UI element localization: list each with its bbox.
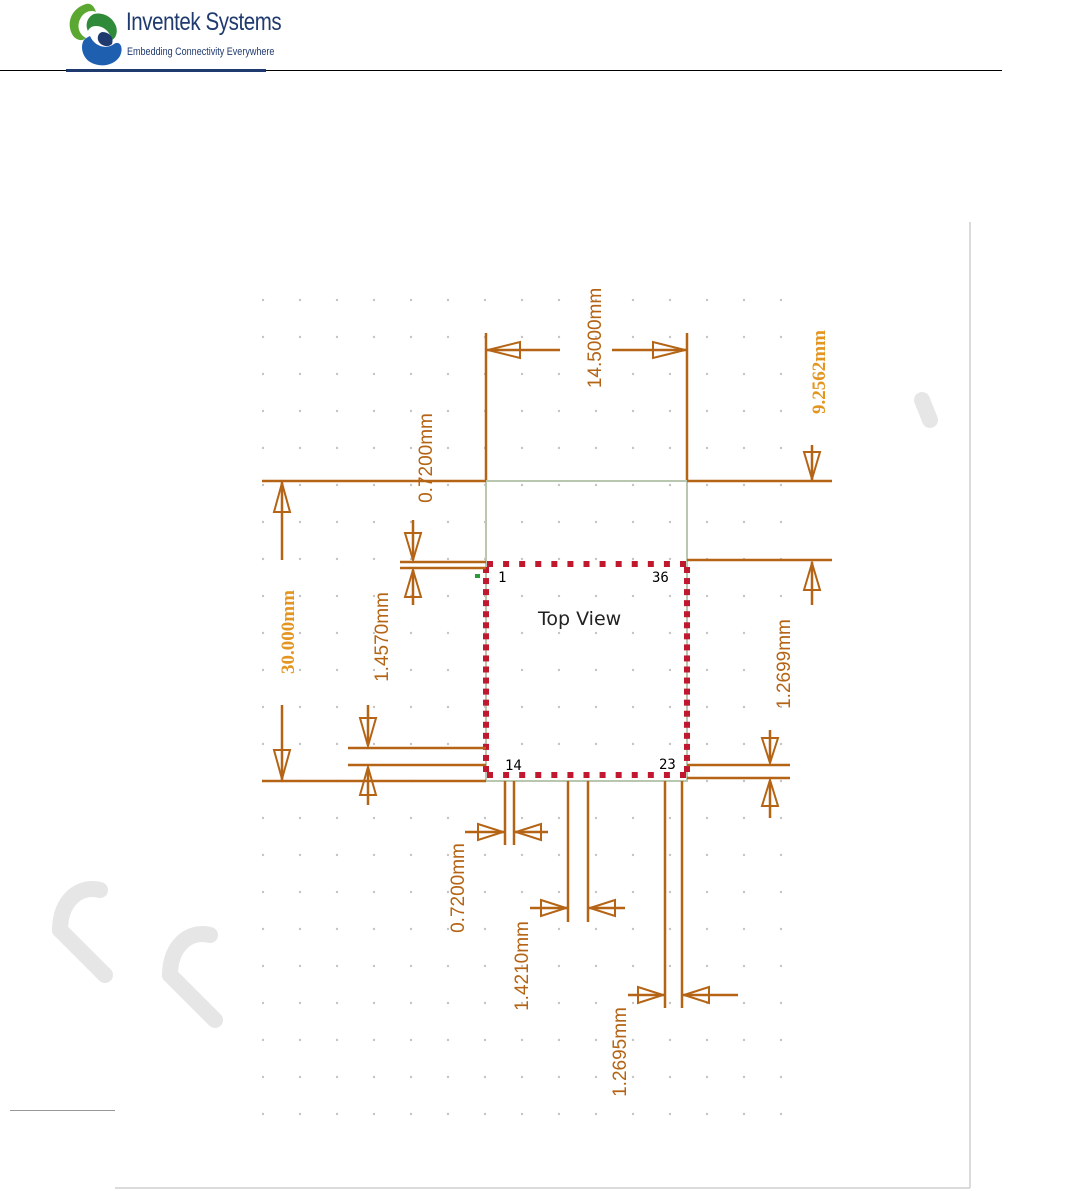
pad <box>487 772 493 778</box>
pad <box>483 589 489 595</box>
pad <box>535 772 541 778</box>
pad <box>684 700 690 706</box>
dim-module-width: 14.5000mm <box>585 288 606 388</box>
pad <box>551 772 557 778</box>
pad <box>684 711 690 717</box>
dim-corner-pad-offset: 1.2695mm <box>610 1007 631 1097</box>
pad <box>664 561 670 567</box>
pin-label-14: 14 <box>505 758 522 774</box>
pad <box>648 561 654 567</box>
pad <box>519 561 525 567</box>
pad <box>684 667 690 673</box>
pad <box>483 600 489 606</box>
pad <box>632 561 638 567</box>
pad <box>483 667 489 673</box>
pad <box>684 589 690 595</box>
pad <box>684 744 690 750</box>
pad <box>483 733 489 739</box>
pad <box>551 561 557 567</box>
pad <box>483 655 489 661</box>
pin-label-23: 23 <box>659 757 676 773</box>
pad <box>483 622 489 628</box>
pad <box>632 772 638 778</box>
pad <box>600 772 606 778</box>
pad <box>684 611 690 617</box>
footnote-divider <box>10 1110 115 1111</box>
pad <box>483 722 489 728</box>
pin-label-36: 36 <box>652 570 669 586</box>
pad <box>483 611 489 617</box>
pad <box>535 561 541 567</box>
pin1-marker <box>475 574 480 578</box>
dim-pad-width: 0.7200mm <box>448 843 469 933</box>
pad <box>684 678 690 684</box>
pad <box>684 633 690 639</box>
pad <box>684 766 690 772</box>
dim-keepout-gap: 0.7200mm <box>416 413 437 503</box>
pad <box>483 678 489 684</box>
pad <box>680 772 686 778</box>
dim-pad-offset-right: 1.2699mm <box>774 619 795 709</box>
pad <box>600 561 606 567</box>
pad <box>567 561 573 567</box>
pad <box>680 561 686 567</box>
pin-label-1: 1 <box>498 570 506 586</box>
pad <box>483 644 489 650</box>
pad <box>616 561 622 567</box>
pad <box>684 578 690 584</box>
dim-pad-offset-left: 1.4570mm <box>372 592 393 682</box>
top-view-label: Top View <box>537 608 621 630</box>
pad <box>684 655 690 661</box>
dim-module-length: 30.000mm <box>278 590 299 674</box>
pad <box>483 766 489 772</box>
pad <box>483 711 489 717</box>
dim-antenna-height: 9.2562mm <box>809 330 830 414</box>
pad <box>684 567 690 573</box>
pad <box>483 700 489 706</box>
dim-pad-pitch: 1.4210mm <box>512 921 533 1011</box>
pad <box>567 772 573 778</box>
pad <box>684 755 690 761</box>
pad <box>483 633 489 639</box>
pad <box>684 722 690 728</box>
pad <box>487 561 493 567</box>
pad <box>503 561 509 567</box>
pad <box>684 733 690 739</box>
pad <box>584 772 590 778</box>
pad <box>684 689 690 695</box>
pad <box>483 578 489 584</box>
pad <box>684 622 690 628</box>
pad <box>616 772 622 778</box>
pad <box>648 772 654 778</box>
pad <box>684 644 690 650</box>
pad <box>483 755 489 761</box>
pad <box>483 689 489 695</box>
pad <box>584 561 590 567</box>
pad <box>684 600 690 606</box>
